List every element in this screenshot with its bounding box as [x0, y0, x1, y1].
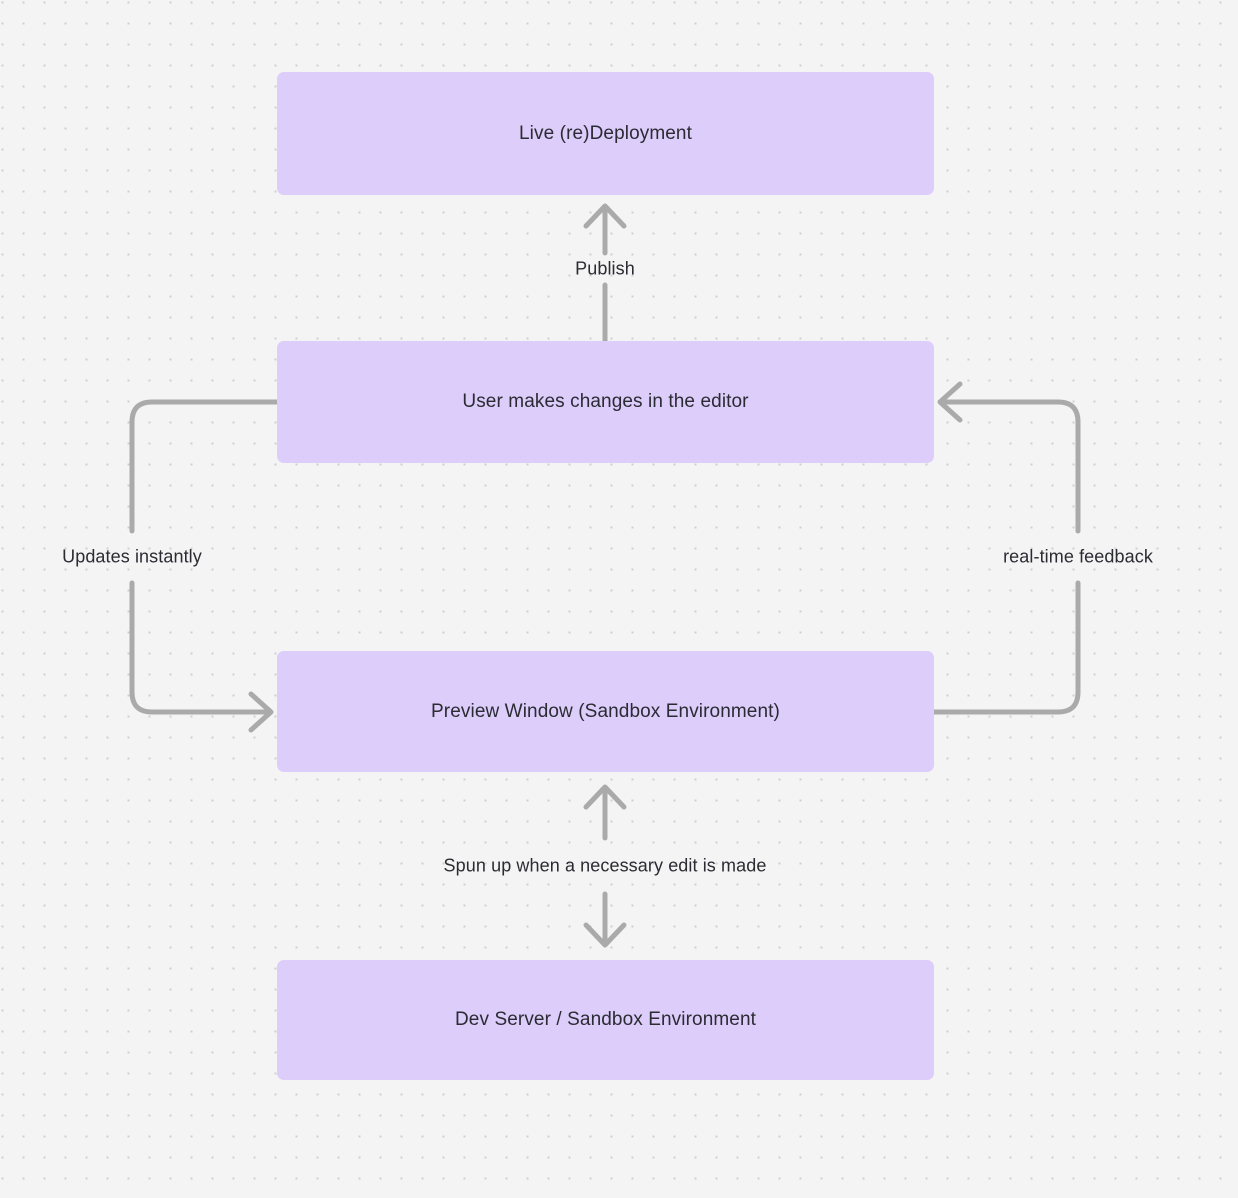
edge-real-time-feedback-line-upper	[938, 399, 1081, 534]
node-dev-server-label: Dev Server / Sandbox Environment	[454, 1009, 756, 1030]
edge-label-spun-up: Spun up when a necessary edit is made	[443, 855, 767, 876]
edge-label-real-time-feedback: real-time feedback	[1003, 546, 1153, 567]
node-user-edits-label: User makes changes in the editor	[462, 391, 749, 412]
node-preview-window-label: Preview Window (Sandbox Environment)	[431, 700, 780, 722]
edge-label-publish: Publish	[575, 258, 635, 279]
edge-publish-arrowhead-icon	[583, 203, 627, 229]
node-dev-server[interactable]: Dev Server / Sandbox Environment	[277, 960, 934, 1080]
edge-label-updates-instantly: Updates instantly	[62, 546, 202, 567]
node-preview-window[interactable]: Preview Window (Sandbox Environment)	[277, 651, 934, 772]
node-live-deployment-label: Live (re)Deployment	[519, 122, 692, 144]
edge-real-time-feedback-arrowhead-icon	[937, 381, 963, 423]
edge-spun-up-arrowhead-down-icon	[583, 922, 627, 948]
edge-updates-instantly-line-lower	[129, 580, 273, 715]
edge-spun-up-arrowhead-up-icon	[583, 784, 627, 810]
edge-updates-instantly-arrowhead-icon	[248, 691, 274, 733]
node-live-deployment[interactable]: Live (re)Deployment	[277, 72, 934, 195]
node-user-edits[interactable]: User makes changes in the editor	[277, 341, 934, 463]
edge-updates-instantly-line-upper	[129, 399, 280, 534]
edge-real-time-feedback-line-lower	[931, 580, 1081, 715]
